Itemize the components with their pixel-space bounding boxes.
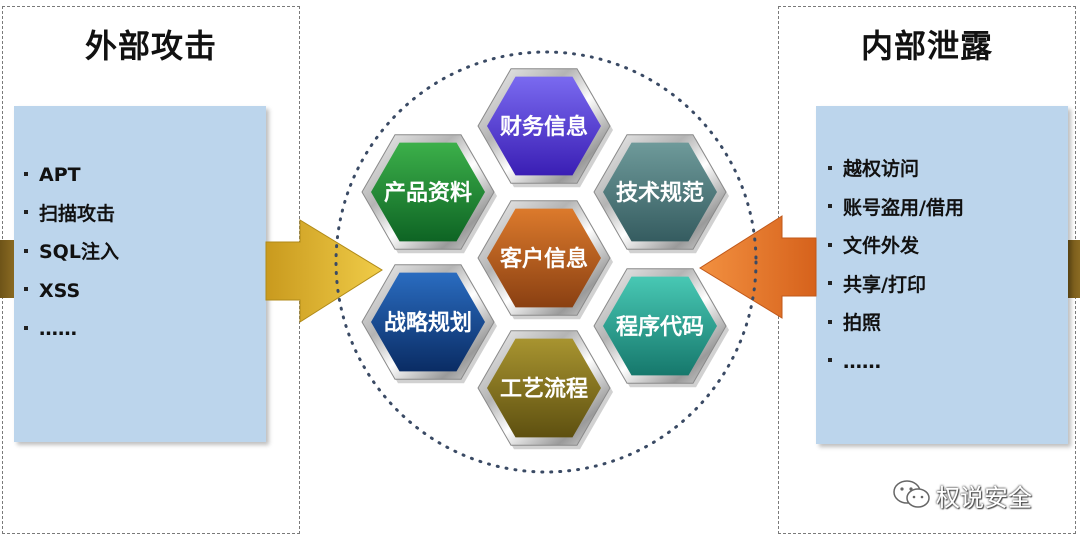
bullet-icon: [828, 281, 832, 285]
external-attack-title: 外部攻击: [84, 27, 217, 65]
list-item-label: 共享/打印: [843, 273, 926, 296]
list-item-label: SQL注入: [39, 241, 119, 263]
hexagon-fill: [371, 272, 485, 372]
left-connector-stub: [0, 240, 14, 298]
bullet-icon: [24, 171, 28, 176]
list-item-label: 拍照: [843, 312, 882, 334]
list-item-label: ……: [39, 318, 77, 340]
list-item: 共享/打印: [828, 266, 964, 305]
dotted-boundary-circle: [334, 50, 758, 474]
list-item-label: 越权访问: [843, 158, 920, 180]
hexagon-fill: [487, 76, 601, 176]
external-attack-list-box: APT 扫描攻击 SQL注入 XSS ……: [14, 106, 266, 442]
hexagon-center: 客户信息: [477, 200, 613, 320]
left-attack-arrow: [265, 219, 383, 323]
bullet-icon: [828, 204, 832, 208]
hexagon-fill: [603, 142, 717, 242]
list-item: 扫描攻击: [24, 195, 119, 234]
hexagon-upper-left: 产品资料: [361, 134, 497, 254]
list-item: 拍照: [828, 304, 964, 343]
bullet-icon: [828, 165, 832, 170]
bullet-icon: [828, 319, 832, 324]
hexagon-fill: [603, 276, 717, 376]
list-item-label: ……: [843, 350, 881, 373]
list-item-label: XSS: [39, 279, 81, 302]
hexagon-fill: [487, 338, 601, 438]
list-item: ……: [828, 343, 964, 382]
list-item: XSS: [24, 272, 119, 311]
internal-leak-list-box: 越权访问 账号盗用/借用 文件外发 共享/打印 拍照 ……: [816, 106, 1068, 444]
bullet-icon: [24, 210, 28, 214]
bullet-icon: [24, 325, 28, 330]
hexagon-lower-left: 战略规划: [361, 264, 497, 384]
bullet-icon: [24, 248, 28, 253]
internal-leak-title: 内部泄露: [860, 27, 993, 65]
list-item-label: 扫描攻击: [39, 202, 116, 225]
bullet-icon: [828, 358, 832, 362]
list-item: ……: [24, 310, 119, 349]
list-item-label: 账号盗用/借用: [843, 196, 964, 219]
list-item: 文件外发: [828, 227, 964, 266]
hexagon-top: 财务信息: [477, 68, 613, 188]
bullet-icon: [24, 287, 28, 291]
list-item: 越权访问: [828, 150, 964, 189]
hexagon-fill: [371, 142, 485, 242]
right-connector-stub: [1066, 240, 1080, 298]
hexagon-label: 技术规范: [616, 181, 704, 206]
hexagon-label: 财务信息: [500, 114, 588, 140]
hexagon-label: 客户信息: [500, 246, 588, 272]
hexagon-bottom: 工艺流程: [477, 330, 613, 450]
list-item: APT: [24, 156, 119, 195]
watermark: 权说安全: [886, 474, 1076, 514]
list-item-label: 文件外发: [843, 235, 920, 257]
hexagon-label: 战略规划: [384, 310, 472, 336]
hexagon-label: 程序代码: [616, 314, 704, 340]
list-item: 账号盗用/借用: [828, 189, 964, 228]
list-item: SQL注入: [24, 233, 119, 272]
external-attack-list: APT 扫描攻击 SQL注入 XSS ……: [24, 156, 119, 349]
wechat-icon: [893, 480, 930, 508]
hexagon-label: 产品资料: [384, 181, 472, 206]
bullet-icon: [828, 242, 832, 247]
right-leak-arrow: [699, 215, 817, 319]
watermark-text: 权说安全: [936, 484, 1032, 512]
hexagon-fill: [487, 208, 601, 308]
hexagon-lower-right: 程序代码: [593, 268, 729, 388]
internal-leak-list: 越权访问 账号盗用/借用 文件外发 共享/打印 拍照 ……: [828, 150, 964, 381]
hexagon-upper-right: 技术规范: [593, 134, 729, 254]
list-item-label: APT: [39, 164, 81, 186]
hexagon-label: 工艺流程: [500, 376, 588, 402]
